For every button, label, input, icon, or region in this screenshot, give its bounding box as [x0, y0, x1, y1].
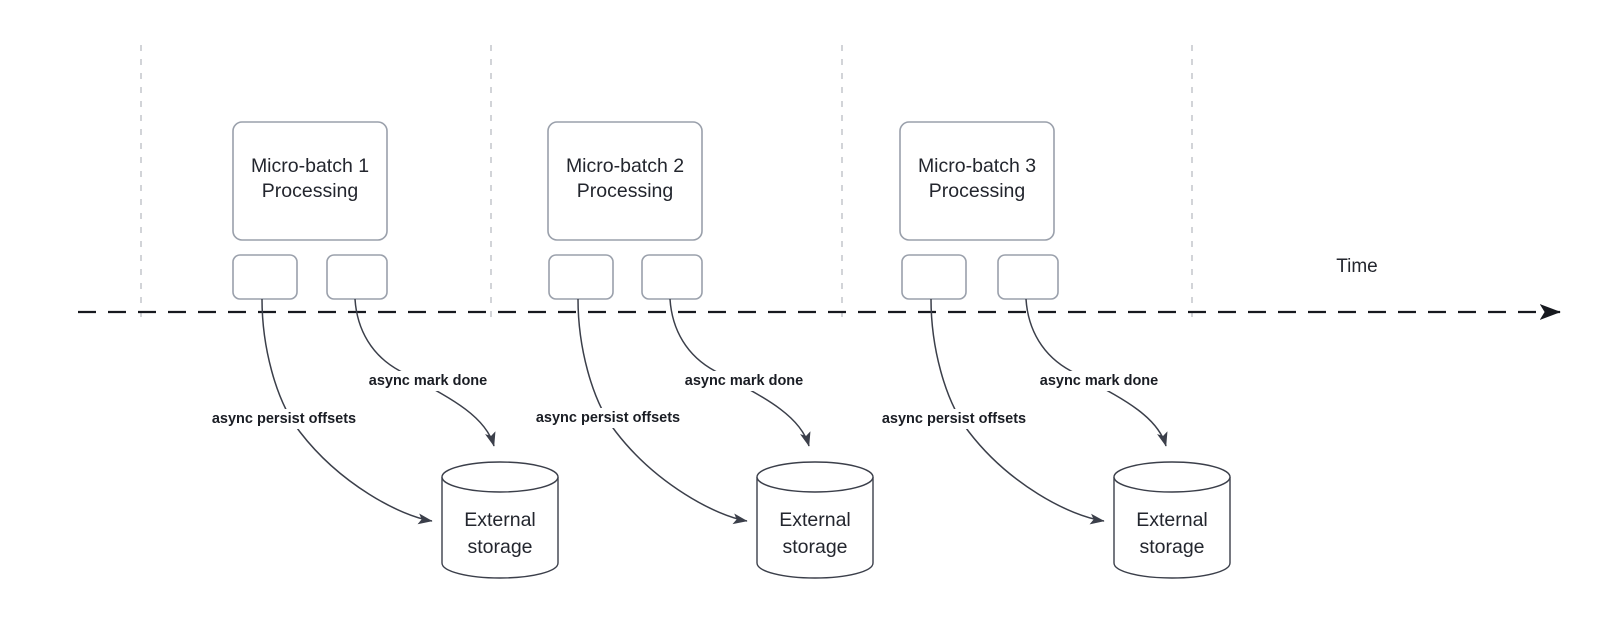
- async-persist-offsets-label-bg-1: [196, 409, 373, 429]
- micro-batch-3-task-box-right[interactable]: [997, 254, 1059, 300]
- external-storage-1-top: [441, 461, 559, 493]
- micro-batch-2-task-box-right[interactable]: [641, 254, 703, 300]
- micro-batch-1-box[interactable]: [232, 121, 388, 241]
- async-mark-done-label-bg-3: [1030, 371, 1169, 391]
- async-persist-offsets-arrow-1: [261, 298, 433, 525]
- async-mark-done-label-2: async mark done: [685, 373, 803, 389]
- async-persist-offsets-label-3: async persist offsets: [882, 411, 1026, 427]
- external-storage-3-body[interactable]: [1113, 477, 1231, 579]
- async-persist-offsets-label-bg-2: [520, 408, 697, 428]
- async-persist-offsets-label-1: async persist offsets: [212, 411, 356, 427]
- timeline-tick-lines: [140, 45, 1193, 322]
- micro-batch-2-box[interactable]: [547, 121, 703, 241]
- external-storage-2-top: [756, 461, 874, 493]
- external-storage-2-label-line1: External: [779, 509, 851, 531]
- micro-batch-3-box[interactable]: [899, 121, 1055, 241]
- group-2: Micro-batch 2 Processing async persist o…: [520, 121, 874, 579]
- micro-batch-3-label-line1: Micro-batch 3: [918, 155, 1036, 177]
- async-mark-done-label-bg-1: [359, 371, 498, 391]
- external-storage-1-label-line1: External: [464, 509, 536, 531]
- micro-batch-1-label-line2: Processing: [262, 180, 358, 202]
- micro-batch-1-task-box-right[interactable]: [326, 254, 388, 300]
- group-1: Micro-batch 1 Processing async persist o…: [196, 121, 559, 579]
- micro-batch-1-label-line1: Micro-batch 1: [251, 155, 369, 177]
- group-3: Micro-batch 3 Processing async persist o…: [866, 121, 1231, 579]
- external-storage-2-label-line2: storage: [782, 536, 847, 558]
- external-storage-3-label-line1: External: [1136, 509, 1208, 531]
- time-axis-label: Time: [1336, 256, 1378, 277]
- external-storage-1-body[interactable]: [441, 477, 559, 579]
- external-storage-2-body[interactable]: [756, 477, 874, 579]
- async-mark-done-label-1: async mark done: [369, 373, 487, 389]
- async-mark-done-label-3: async mark done: [1040, 373, 1158, 389]
- micro-batch-2-label-line2: Processing: [577, 180, 673, 202]
- external-storage-3-label-line2: storage: [1139, 536, 1204, 558]
- micro-batch-2-label-line1: Micro-batch 2: [566, 155, 684, 177]
- micro-batch-3-label-line2: Processing: [929, 180, 1025, 202]
- micro-batch-1-task-box-left[interactable]: [232, 254, 298, 300]
- micro-batch-3-task-box-left[interactable]: [901, 254, 967, 300]
- micro-batch-2-task-box-left[interactable]: [548, 254, 614, 300]
- async-persist-offsets-label-2: async persist offsets: [536, 410, 680, 426]
- external-storage-3-top: [1113, 461, 1231, 493]
- async-persist-offsets-label-bg-3: [866, 409, 1043, 429]
- external-storage-1-label-line2: storage: [467, 536, 532, 558]
- async-persist-offsets-arrow-3: [930, 298, 1105, 525]
- async-persist-offsets-arrow-2: [577, 298, 748, 525]
- async-mark-done-label-bg-2: [675, 371, 814, 391]
